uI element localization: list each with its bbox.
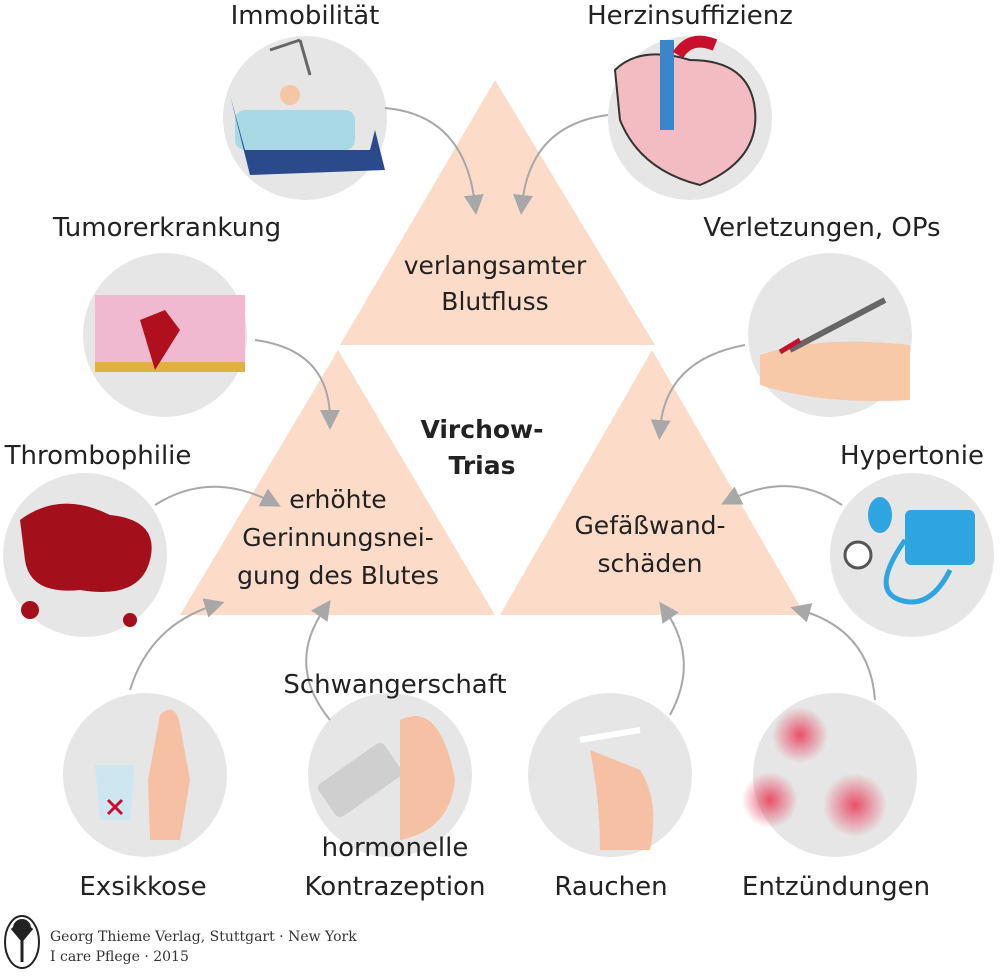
triangle-coagulation [180,350,495,615]
label-verletzungen: Verletzungen, OPs [703,213,940,243]
center-title-line1: Virchow- [420,415,543,444]
label-kontrazeption-1: hormonelle [322,833,469,863]
label-immobilitaet: Immobilität [231,1,380,31]
right-triangle-line2: schäden [597,549,702,578]
triangle-vessel-damage [500,350,805,615]
dehydration-icon [63,693,227,857]
label-exsikkose: Exsikkose [79,872,206,902]
right-triangle-line1: Gefäßwand- [574,511,725,540]
label-rauchen: Rauchen [554,872,667,902]
publisher-logo [4,915,40,969]
label-schwangerschaft: Schwangerschaft [283,670,506,700]
label-kontrazeption-2: Kontrazeption [305,872,486,902]
arrows [129,107,876,721]
label-hypertonie: Hypertonie [840,441,984,471]
triangle-blood-flow [340,80,655,345]
top-triangle-line1: verlangsamter [404,251,587,280]
label-tumor: Tumorerkrankung [52,213,281,243]
left-triangle-line1: erhöhte [289,485,386,514]
footer-book: I care Pflege · 2015 [50,949,189,965]
label-entzuendungen: Entzündungen [742,872,930,902]
left-triangle-line3: gung des Blutes [237,561,439,590]
center-title-line2: Trias [449,451,516,480]
label-herzinsuffizienz: Herzinsuffizienz [587,1,793,31]
left-triangle-line2: Gerinnungsnei- [242,523,433,552]
top-triangle-line2: Blutfluss [441,287,548,316]
footer-publisher: Georg Thieme Verlag, Stuttgart · New Yor… [50,929,357,945]
label-thrombophilie: Thrombophilie [4,441,192,471]
